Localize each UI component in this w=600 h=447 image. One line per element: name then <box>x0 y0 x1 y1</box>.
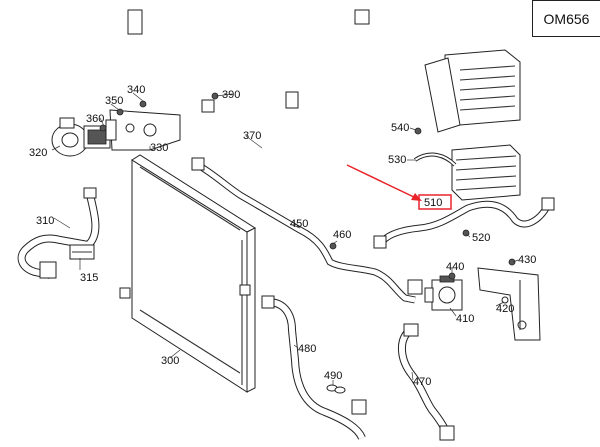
label-470: 470 <box>413 376 431 388</box>
label-420: 420 <box>496 303 514 315</box>
label-315: 315 <box>80 272 98 284</box>
bolt-460[interactable] <box>329 242 337 250</box>
bolt-430[interactable] <box>508 258 516 266</box>
hose-510-part[interactable] <box>373 197 555 249</box>
hose-310-part[interactable] <box>17 187 100 279</box>
connector-315-part[interactable] <box>69 244 95 260</box>
radiator-part[interactable] <box>119 154 257 393</box>
bolt-440[interactable] <box>448 272 456 280</box>
pipe-530-part[interactable] <box>413 152 457 167</box>
charge-air-cooler-part[interactable] <box>424 49 521 133</box>
label-490: 490 <box>324 370 342 382</box>
label-520: 520 <box>472 232 490 244</box>
highlight-arrow <box>346 164 422 201</box>
label-530: 530 <box>388 154 406 166</box>
bolt-540[interactable] <box>414 127 422 135</box>
label-510: 510 <box>424 197 442 209</box>
model-code: OM656 <box>543 10 590 27</box>
heat-exchanger-part[interactable] <box>451 144 521 201</box>
label-480: 480 <box>298 343 316 355</box>
label-410: 410 <box>456 313 474 325</box>
model-code-box: OM656 <box>532 0 600 37</box>
label-430: 430 <box>518 254 536 266</box>
bracket-330-part[interactable] <box>105 109 181 151</box>
label-310: 310 <box>36 215 54 227</box>
hose-370-part[interactable] <box>127 8 370 155</box>
label-390: 390 <box>222 89 240 101</box>
label-300: 300 <box>161 355 179 367</box>
bolt-360[interactable] <box>99 124 107 132</box>
water-pump-part[interactable] <box>51 117 111 157</box>
bolt-520[interactable] <box>462 229 470 237</box>
hose-470-part[interactable] <box>398 323 455 441</box>
label-350: 350 <box>105 95 123 107</box>
label-340: 340 <box>127 84 145 96</box>
bolt-340[interactable] <box>139 100 147 108</box>
label-540: 540 <box>391 122 409 134</box>
label-370: 370 <box>243 130 261 142</box>
highlight-box-510 <box>418 194 452 210</box>
hose-480-part[interactable] <box>261 295 367 440</box>
label-460: 460 <box>333 229 351 241</box>
label-330: 330 <box>150 142 168 154</box>
label-360: 360 <box>86 113 104 125</box>
label-440: 440 <box>446 261 464 273</box>
clamp-490-part[interactable] <box>326 384 346 394</box>
bolt-350[interactable] <box>116 108 124 116</box>
label-320: 320 <box>29 147 47 159</box>
bracket-420-part[interactable] <box>477 267 541 341</box>
pipe-450-part[interactable] <box>191 157 423 304</box>
valve-410-part[interactable] <box>424 275 463 311</box>
label-450: 450 <box>290 218 308 230</box>
